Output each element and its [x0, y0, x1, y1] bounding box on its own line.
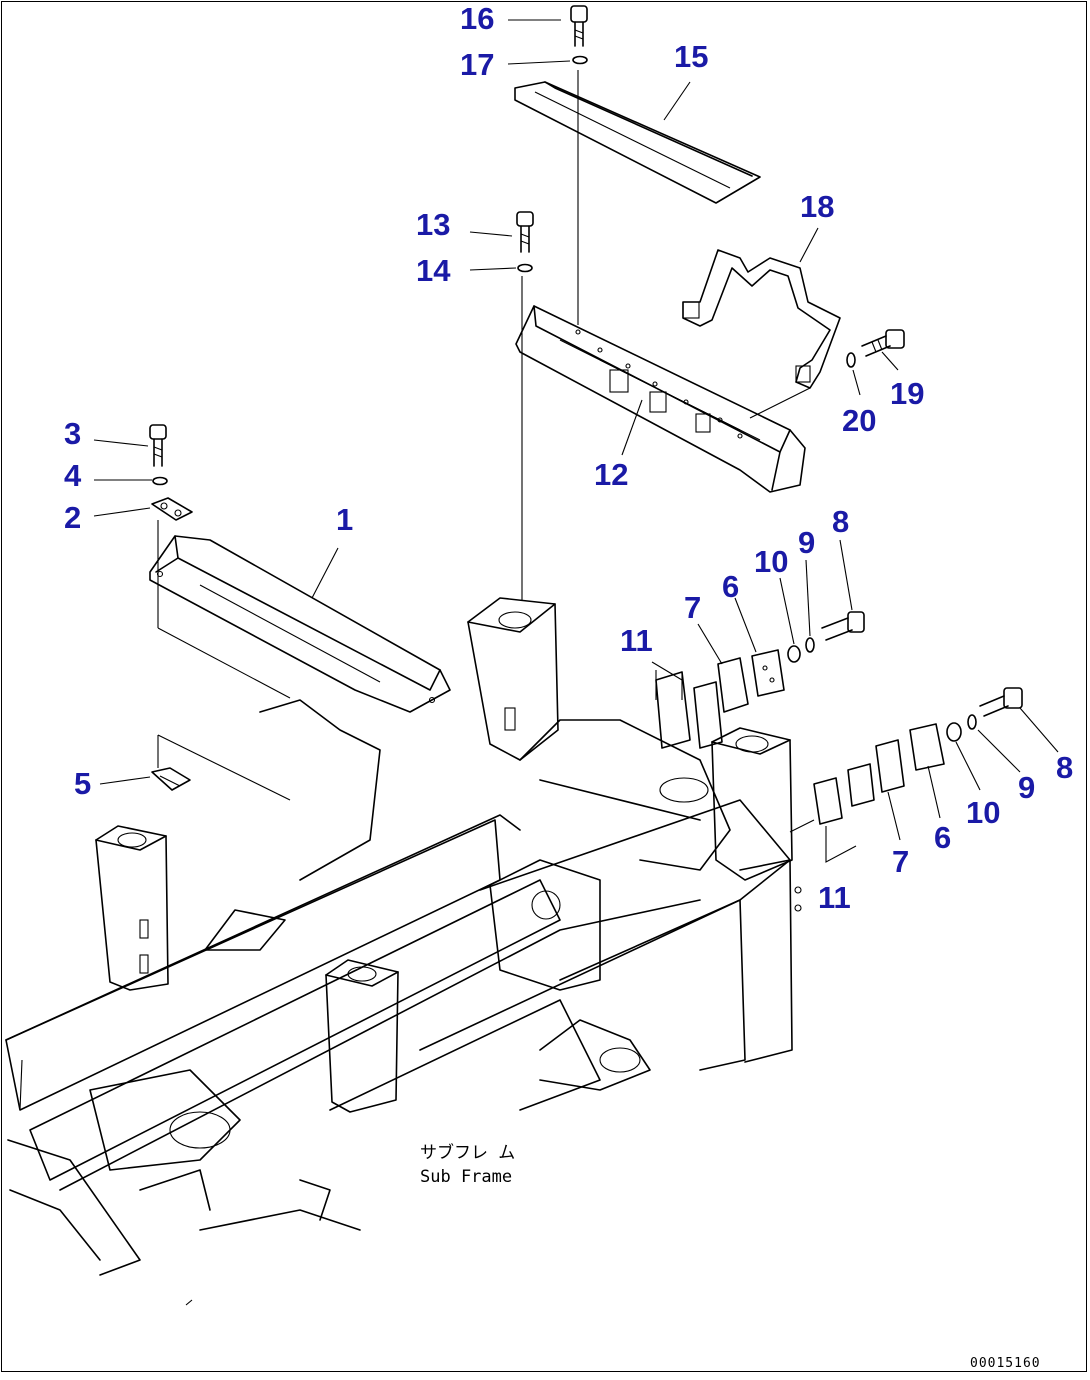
leader-6a — [734, 597, 757, 653]
callout-5: 5 — [74, 766, 92, 801]
callout-6-upper: 6 — [722, 569, 740, 604]
callout-20: 20 — [842, 403, 877, 438]
leader-3 — [93, 439, 149, 447]
leader-13 — [469, 231, 513, 237]
callout-8-upper: 8 — [832, 504, 850, 539]
drawing-code: 00015160 — [970, 1356, 1041, 1371]
leader-6b — [927, 765, 941, 819]
leader-9a — [805, 559, 811, 637]
leader-10b — [955, 741, 981, 791]
leader-1 — [311, 547, 339, 599]
callout-11-lower: 11 — [818, 880, 851, 915]
plate-2-icon — [151, 497, 193, 521]
washer-10a — [787, 645, 801, 663]
plate-6a — [751, 649, 785, 697]
leader-11a — [651, 661, 683, 681]
callout-3: 3 — [64, 416, 82, 451]
callout-7-lower: 7 — [892, 844, 910, 879]
caption-english: Sub Frame — [420, 1167, 513, 1187]
cover-plate-15 — [514, 81, 761, 204]
leader-8a — [839, 539, 853, 611]
leader-9b — [977, 729, 1021, 773]
callout-11-upper: 11 — [620, 623, 653, 658]
washer-9a — [805, 637, 815, 653]
callout-9-lower: 9 — [1018, 770, 1036, 805]
leader-15 — [663, 81, 691, 121]
washer-10b — [946, 722, 962, 742]
caption-japanese: サブフレ ム — [420, 1143, 516, 1163]
leader-8b — [1019, 707, 1059, 753]
bolt-8a-icon — [821, 611, 865, 641]
shim-7b-1 — [847, 763, 875, 807]
bracket-beam-1 — [149, 535, 451, 713]
callout-17: 17 — [460, 47, 495, 82]
callout-1: 1 — [336, 502, 354, 537]
callout-13: 13 — [416, 207, 451, 242]
washer-9b — [967, 714, 977, 730]
shim-7a-2 — [717, 657, 749, 713]
leader-2 — [93, 507, 151, 517]
callout-10-lower: 10 — [966, 795, 1001, 830]
washer-20-icon — [846, 352, 856, 368]
leader-17 — [507, 60, 571, 65]
shim-11b — [813, 777, 843, 825]
leader-14 — [469, 267, 517, 271]
leader-19 — [881, 351, 899, 371]
callout-14: 14 — [416, 253, 451, 288]
bolt-13-icon — [516, 211, 534, 253]
sub-frame-body — [5, 597, 802, 1306]
bolt-8b-icon — [979, 687, 1023, 717]
callout-8-lower: 8 — [1056, 750, 1074, 785]
leader-7b — [887, 791, 901, 841]
shim-group-upper — [655, 611, 865, 749]
callout-10-upper: 10 — [754, 544, 789, 579]
bolt-16-icon — [570, 5, 588, 47]
callout-18: 18 — [800, 189, 835, 224]
washer-14-icon — [517, 263, 533, 273]
cross-member-12 — [515, 305, 806, 493]
bolt-19-icon — [861, 329, 905, 357]
leader-10a — [779, 577, 795, 645]
leader-7a — [697, 623, 723, 665]
bolt-3-icon — [149, 424, 167, 467]
leader-5 — [99, 776, 151, 785]
callout-9-upper: 9 — [798, 525, 816, 560]
callout-6-lower: 6 — [934, 820, 952, 855]
callout-15: 15 — [674, 39, 709, 74]
leader-18 — [799, 227, 819, 263]
bracket-18 — [682, 249, 841, 389]
callout-16: 16 — [460, 1, 495, 36]
leader-20 — [852, 369, 861, 396]
washer-17-icon — [572, 55, 588, 65]
shim-11a — [655, 671, 691, 749]
washer-4-icon — [152, 476, 168, 486]
callout-2: 2 — [64, 500, 82, 535]
callout-12: 12 — [594, 457, 629, 492]
callout-4: 4 — [64, 458, 82, 493]
plate-6b — [909, 723, 945, 771]
shim-7b-2 — [875, 739, 905, 793]
clip-5-icon — [151, 767, 191, 791]
callout-7-upper: 7 — [684, 590, 702, 625]
callout-19: 19 — [890, 376, 925, 411]
shim-group-lower — [789, 687, 1023, 863]
leader-12 — [621, 399, 643, 456]
shim-7a-1 — [693, 681, 723, 749]
